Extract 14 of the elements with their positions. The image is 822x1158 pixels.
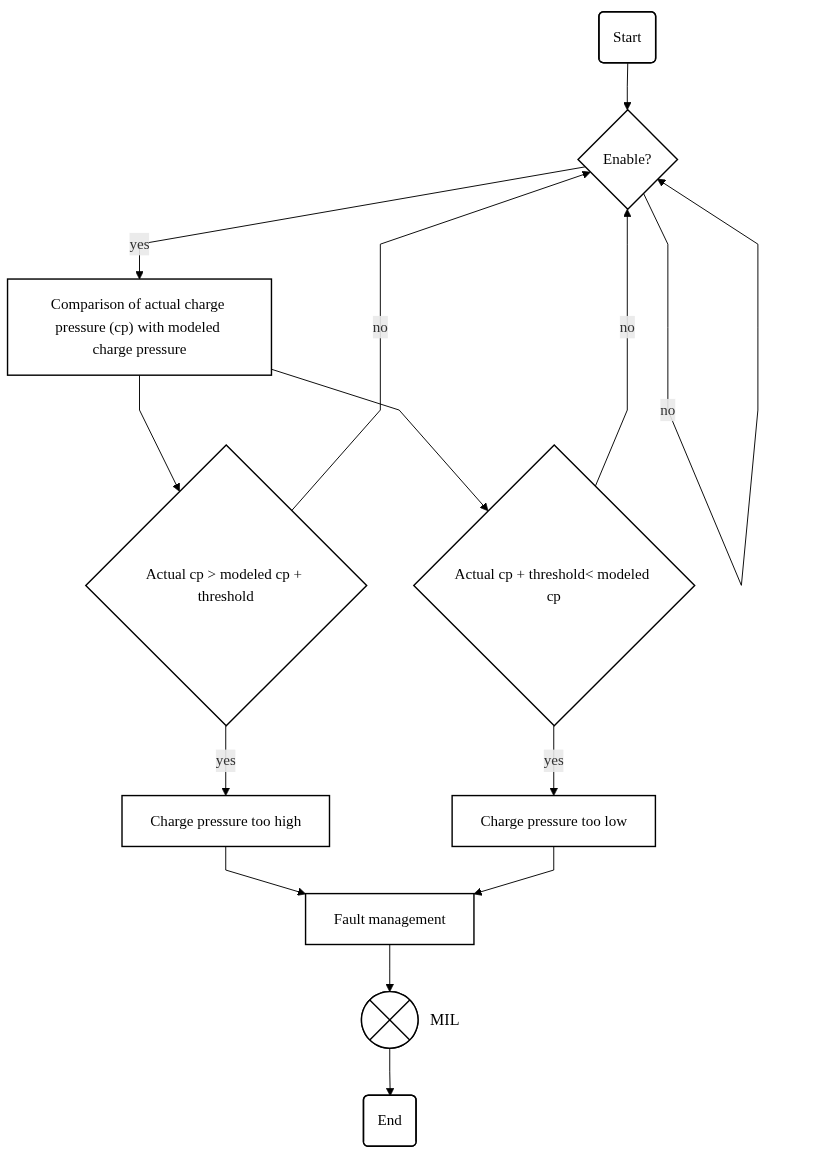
edge-label: yes bbox=[543, 752, 564, 769]
edge-label: no bbox=[372, 318, 388, 335]
node-caption: MIL bbox=[430, 1009, 460, 1030]
node-diamond: Actual cp > modeled cp + threshold bbox=[84, 443, 368, 727]
node-box: Charge pressure too low bbox=[451, 794, 657, 848]
edge-label: no bbox=[660, 401, 676, 418]
node-diamond: Actual cp + threshold< modeled cp bbox=[412, 443, 696, 727]
node-box: Fault management bbox=[304, 892, 475, 946]
edge-label: yes bbox=[215, 752, 236, 769]
node-box: Comparison of actual charge pressure (cp) with modeled charge pressure bbox=[6, 278, 273, 376]
edge-label: yes bbox=[129, 235, 150, 252]
node-box: Charge pressure too high bbox=[121, 794, 331, 848]
node-diamond: Enable? bbox=[577, 108, 679, 211]
edge-label: no bbox=[619, 318, 635, 335]
